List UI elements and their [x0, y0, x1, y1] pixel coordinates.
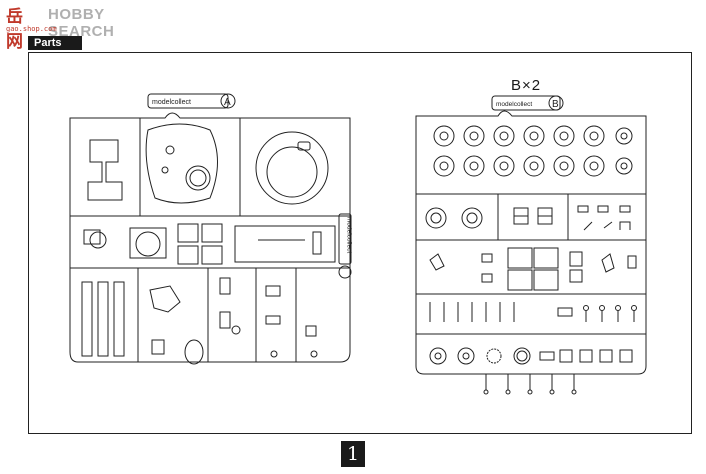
watermark-site-name: HOBBY SEARCH — [48, 6, 115, 40]
sprue-b-brand-tag: modelcollect — [496, 101, 532, 108]
quantity-label: B×2 — [511, 77, 542, 94]
parts-frame — [28, 52, 692, 434]
sprue-a-side-tag-text: modelcollect — [346, 217, 353, 253]
sprue-b-runner — [415, 110, 647, 375]
sprue-a-side-tag: modelcollect — [338, 213, 353, 279]
sprue-a-brand-tag: modelcollect — [152, 99, 191, 106]
sprue-a-letter: A — [224, 97, 231, 108]
watermark-logo: 岳网 — [6, 7, 24, 52]
section-title: Parts — [28, 36, 82, 50]
page-number: 1 — [341, 441, 365, 467]
sprue-a: modelcollect A — [69, 93, 351, 365]
watermark-url: gao.shop.com — [6, 25, 57, 33]
sprue-a-runner — [69, 112, 351, 363]
sprue-b: modelcollect B — [415, 95, 647, 395]
sprue-b-letter: B — [552, 99, 559, 110]
